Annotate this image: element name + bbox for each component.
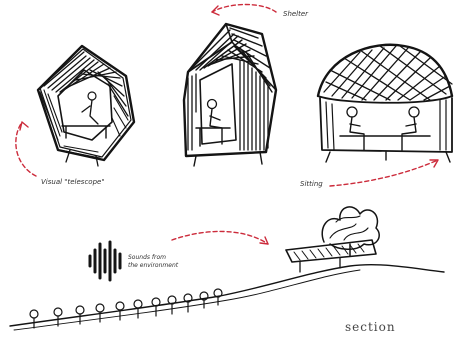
arrow-telescope	[16, 122, 36, 176]
sound-wave-icon	[90, 242, 120, 280]
pavilion-shelter	[184, 24, 276, 166]
label-shelter: Shelter	[283, 11, 308, 18]
label-sitting: Sitting	[300, 181, 323, 188]
slope-trees	[30, 289, 222, 328]
label-section: section	[345, 321, 396, 333]
arrow-shelter	[212, 5, 276, 13]
arrow-sitting	[330, 160, 438, 186]
label-visual-telescope: Visual "telescope"	[41, 179, 105, 186]
roof-hatching	[324, 46, 452, 100]
pavilion-telescope	[38, 46, 134, 166]
arrow-heads	[20, 6, 438, 244]
arrow-sounds	[172, 231, 268, 244]
section-drawing	[10, 207, 444, 330]
label-sounds-from-environment: Sounds from the environment	[128, 254, 178, 269]
pavilion-sitting	[318, 45, 452, 162]
roof-hatching	[44, 52, 128, 116]
